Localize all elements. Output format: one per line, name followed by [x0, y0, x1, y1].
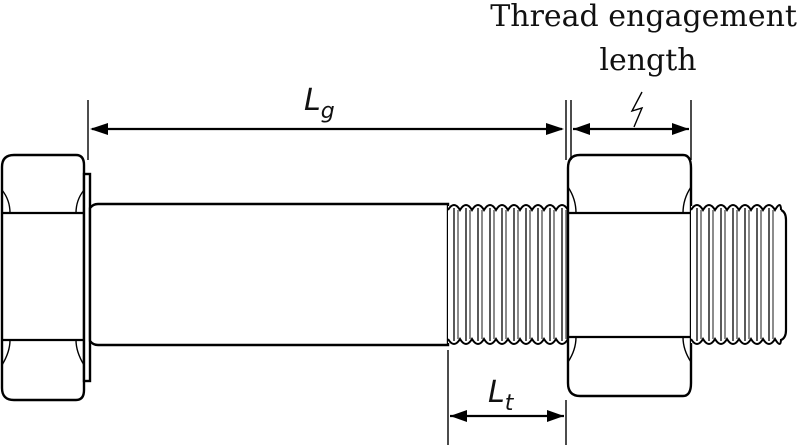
thread-section-protrusion [690, 204, 788, 345]
thread-engagement-label-line2: length [599, 43, 696, 78]
dimension-lt [447, 350, 567, 445]
lg-label: Lg [304, 83, 335, 124]
thread-section-grip [447, 204, 569, 345]
dimension-lg [87, 100, 567, 160]
dimension-thread-engagement [570, 91, 692, 160]
bolt-shank [88, 202, 450, 347]
bolt-head [0, 153, 92, 402]
lt-label: Lt [488, 375, 515, 416]
hex-nut [566, 153, 693, 398]
thread-engagement-label-line1: Thread engagement [490, 0, 797, 34]
